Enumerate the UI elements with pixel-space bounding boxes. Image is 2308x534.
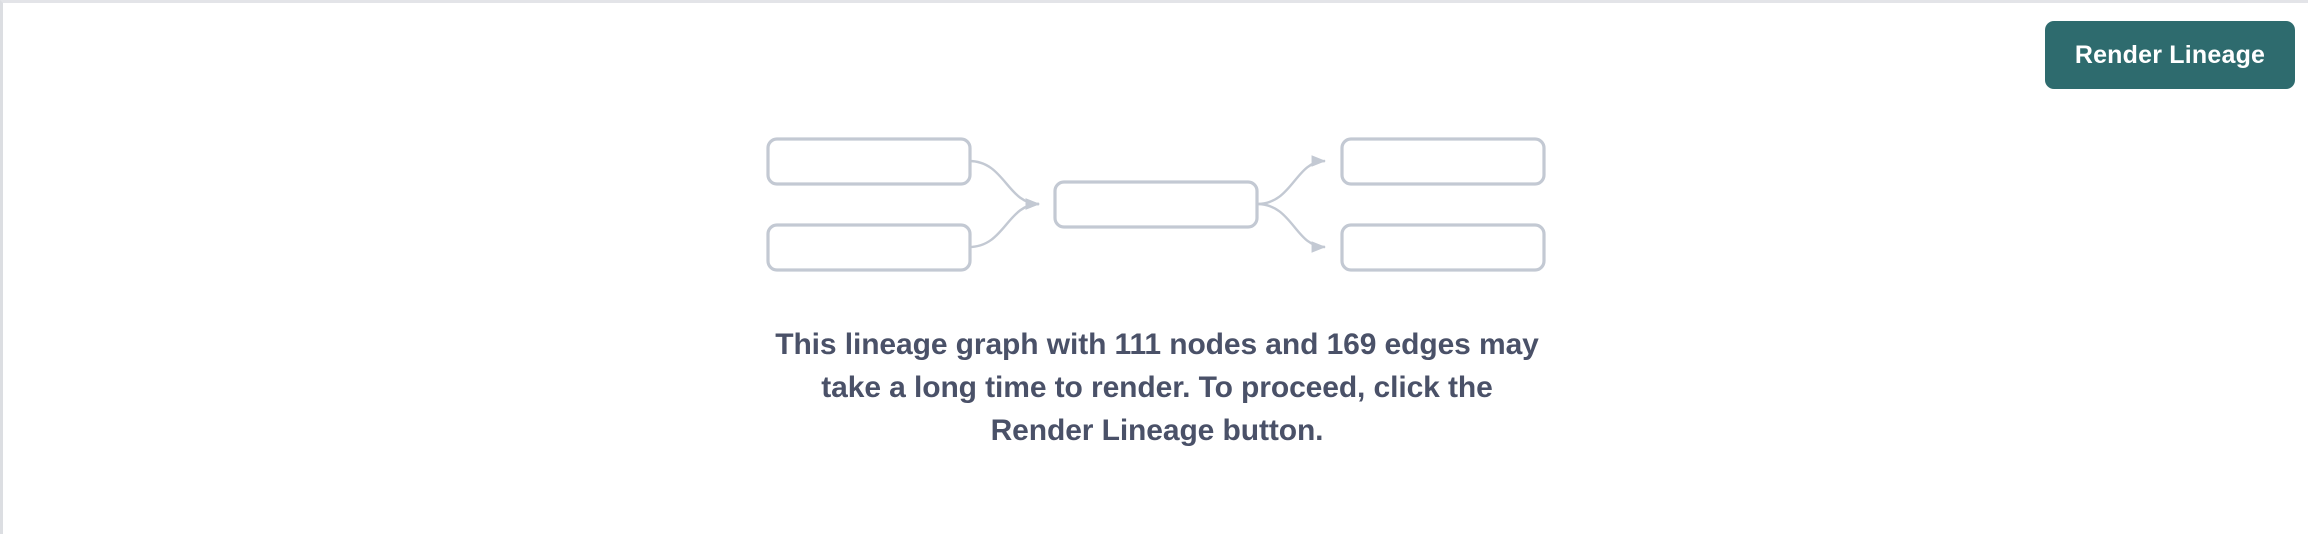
edge-center-to-right-bottom [1256, 202, 1326, 253]
placeholder-graph-svg [766, 137, 1546, 272]
placeholder-node-center [1053, 180, 1259, 229]
edge-left-top-to-center [968, 159, 1040, 210]
lineage-warning-message: This lineage graph with 111 nodes and 16… [3, 323, 2308, 452]
edge-center-to-right-top [1256, 155, 1326, 206]
placeholder-node-right-top [1340, 137, 1546, 186]
placeholder-graph [3, 121, 2308, 291]
placeholder-node-right-bottom [1340, 223, 1546, 272]
placeholder-node-left-bottom [766, 223, 972, 272]
placeholder-node-left-top [766, 137, 972, 186]
lineage-warning-text: This lineage graph with 111 nodes and 16… [775, 328, 1539, 447]
edge-left-bottom-to-center [968, 198, 1040, 249]
render-lineage-button[interactable]: Render Lineage [2045, 21, 2295, 89]
